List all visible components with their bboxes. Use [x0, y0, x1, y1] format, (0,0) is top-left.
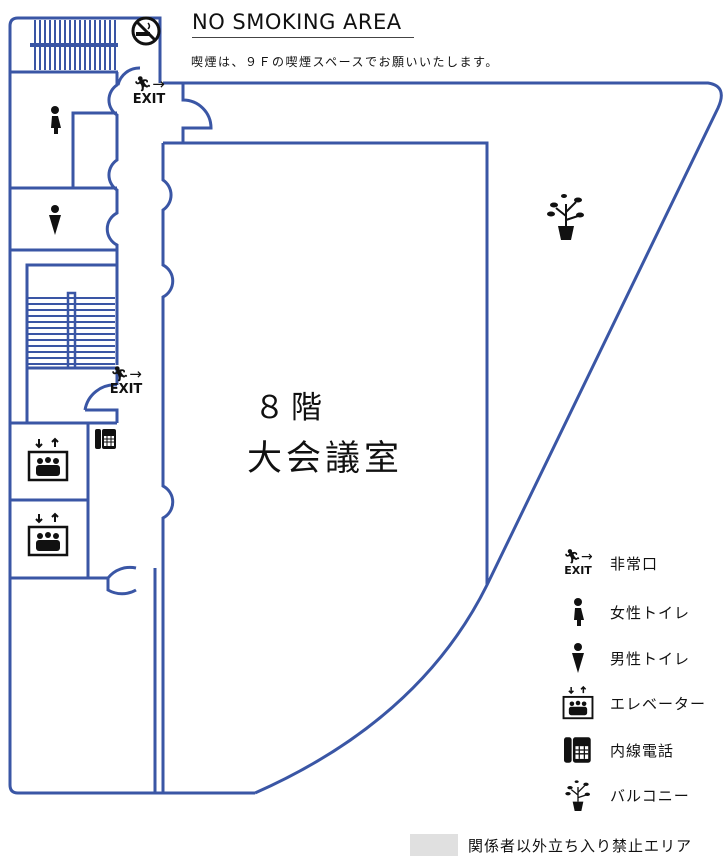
legend-exit: 🏃︎→EXIT 非常口	[560, 550, 658, 577]
legend-elevator: エレベーター	[560, 685, 706, 721]
male-toilet-icon	[48, 205, 62, 239]
restricted-swatch	[410, 834, 458, 856]
exit-label: EXIT	[132, 92, 166, 107]
elevator-icon	[560, 685, 596, 721]
room-name: 大会議室	[247, 439, 404, 479]
legend-phone: 内線電話	[560, 736, 674, 764]
elevator-icon	[27, 437, 69, 487]
plant-icon	[545, 190, 587, 246]
exit-sign-middle: 🏃︎→ EXIT	[105, 365, 147, 398]
phone-icon	[560, 736, 596, 764]
no-smoking-icon	[130, 15, 162, 51]
floor-number: ８階	[254, 390, 328, 426]
female-toilet-icon	[560, 598, 596, 626]
female-toilet-icon	[48, 106, 62, 138]
exit-icon: 🏃︎→EXIT	[563, 549, 593, 577]
elevator-icon	[27, 512, 69, 562]
legend-female-toilet: 女性トイレ	[560, 598, 690, 626]
male-toilet-icon	[560, 643, 596, 673]
legend-restricted-area: 関係者以外立ち入り禁止エリア	[410, 834, 692, 856]
restricted-label: 関係者以外立ち入り禁止エリア	[468, 836, 693, 855]
legend-balcony: バルコニー	[560, 777, 690, 813]
no-smoking-title: NO SMOKING AREA	[192, 10, 414, 38]
exit-label: EXIT	[109, 382, 143, 397]
exit-icon: 🏃︎→	[133, 75, 165, 93]
legend-male-toilet: 男性トイレ	[560, 643, 690, 673]
smoking-notice: 喫煙は、９Ｆの喫煙スペースでお願いいたします。	[191, 55, 499, 69]
phone-icon	[95, 428, 117, 454]
plant-icon	[560, 777, 596, 813]
exit-icon: 🏃︎→	[110, 365, 142, 383]
exit-sign-top: 🏃︎→ EXIT	[128, 75, 170, 108]
